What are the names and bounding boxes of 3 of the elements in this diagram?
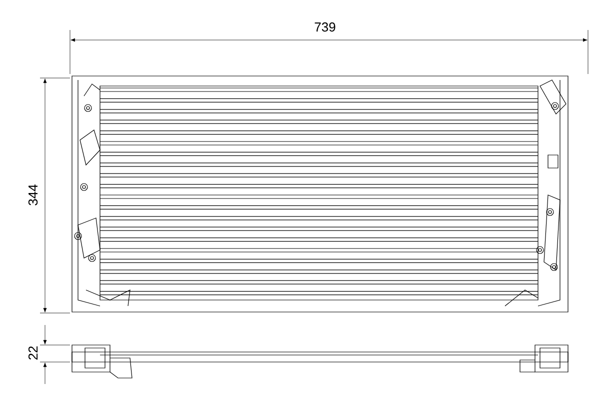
dimension-label: 344: [28, 184, 38, 206]
dimension-label: 739: [314, 22, 336, 32]
dimension-label: 22: [28, 346, 38, 360]
